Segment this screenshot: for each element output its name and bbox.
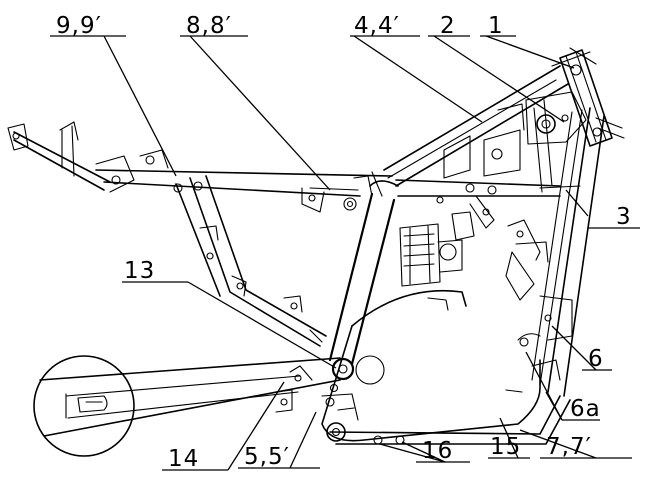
callout-1: 1 — [488, 13, 504, 39]
leader-lines — [103, 35, 597, 471]
swing-arm-pivot — [321, 355, 385, 442]
callout-5-5prime: 5,5′ — [244, 444, 290, 470]
seat-rail — [95, 169, 393, 213]
callout-15: 15 — [490, 434, 521, 460]
callout-labels: 9,9′ 8,8′ 4,4′ 2 1 3 6 6a 13 14 5,5′ 16 … — [56, 13, 632, 472]
callout-7-7prime: 7,7′ — [546, 434, 592, 460]
callout-3: 3 — [616, 204, 632, 230]
steering-head — [551, 47, 625, 147]
frame-drawing — [7, 47, 625, 457]
label-underlines — [50, 35, 640, 471]
callout-13: 13 — [124, 258, 155, 284]
swing-arm — [33, 355, 341, 457]
callout-16: 16 — [422, 438, 453, 464]
upper-bracket — [525, 91, 587, 145]
gusset-plates — [443, 103, 525, 179]
callout-14: 14 — [168, 446, 199, 472]
lower-gusset-plate — [321, 289, 541, 442]
rear-stays — [173, 175, 327, 347]
rear-down-tube — [328, 180, 399, 366]
cross-member — [395, 179, 561, 229]
main-top-tube — [383, 65, 569, 187]
callout-6a: 6a — [570, 396, 601, 422]
callout-6: 6 — [588, 346, 604, 372]
callout-8-8prime: 8,8′ — [186, 13, 232, 39]
callout-4-4prime: 4,4′ — [354, 13, 400, 39]
callout-9-9prime: 9,9′ — [56, 13, 102, 39]
engine-components — [399, 196, 549, 311]
rear-subframe — [7, 121, 169, 193]
callout-2: 2 — [440, 13, 456, 39]
